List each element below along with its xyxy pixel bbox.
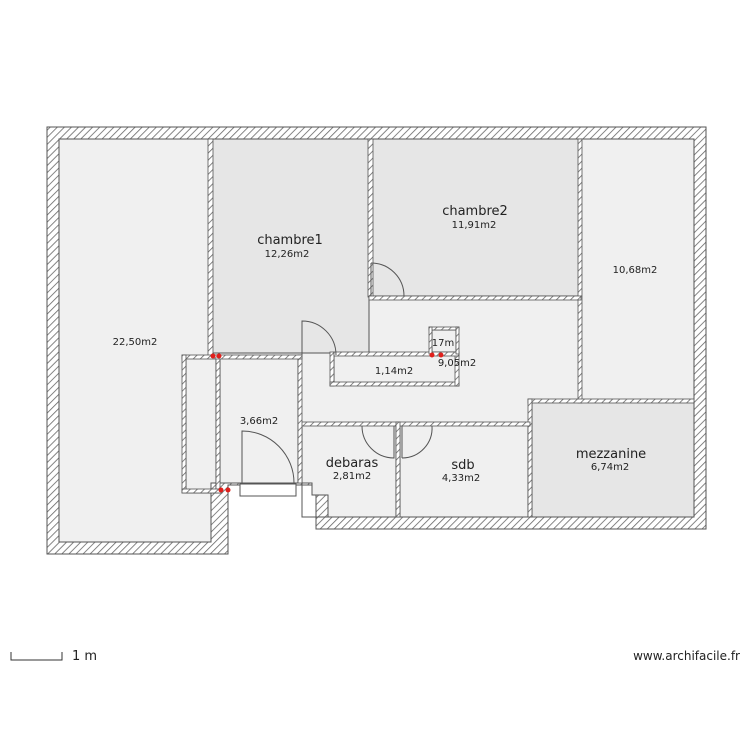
room-chambre2	[372, 139, 579, 296]
room-mezzanine	[532, 402, 694, 517]
area-living: 22,50m2	[113, 337, 158, 348]
marker-dot	[218, 487, 224, 493]
partition	[455, 326, 460, 355]
area-sdb: 4,33m2	[442, 473, 480, 484]
scale-bar	[10, 652, 63, 661]
partition	[297, 421, 531, 427]
door-swing	[241, 430, 295, 484]
area-east-room: 10,68m2	[613, 265, 658, 276]
area-corridor: 9,05m2	[438, 358, 476, 369]
partition	[527, 398, 695, 404]
partition	[329, 381, 460, 387]
area-mezzanine: 6,74m2	[591, 462, 629, 473]
marker-dot	[225, 487, 231, 493]
area-debaras: 2,81m2	[333, 471, 371, 482]
partition	[181, 354, 187, 494]
partition	[428, 326, 460, 331]
partition	[329, 351, 335, 387]
partition	[368, 295, 582, 301]
name-chambre2: chambre2	[442, 204, 508, 219]
door-swing	[401, 425, 433, 459]
marker-dot	[429, 352, 435, 358]
watermark: www.archifacile.fr	[633, 649, 740, 663]
name-sdb: sdb	[451, 458, 474, 473]
marker-dot	[210, 353, 216, 359]
marker-dot	[438, 352, 444, 358]
area-closet: 1,14m2	[375, 366, 413, 377]
partition	[297, 354, 303, 484]
area-chambre1: 12,26m2	[265, 249, 310, 260]
door-swing	[370, 262, 405, 297]
scale-label: 1 m	[72, 649, 98, 664]
area-hall: 3,66m2	[240, 416, 278, 427]
partition	[215, 354, 221, 494]
area-chambre2: 11,91m2	[452, 220, 497, 231]
partition	[577, 138, 583, 404]
partition	[395, 421, 401, 518]
door-opening	[239, 483, 297, 497]
partition	[207, 138, 214, 358]
name-mezzanine: mezzanine	[576, 447, 646, 462]
area-shaft: 17m	[432, 338, 454, 349]
room-chambre1	[212, 139, 369, 353]
name-chambre1: chambre1	[257, 233, 323, 248]
partition	[181, 488, 223, 494]
partition	[527, 398, 533, 518]
name-debaras: debaras	[326, 456, 379, 471]
door-swing	[301, 320, 337, 356]
door-swing	[361, 425, 395, 459]
partition	[181, 354, 303, 360]
marker-dot	[216, 353, 222, 359]
